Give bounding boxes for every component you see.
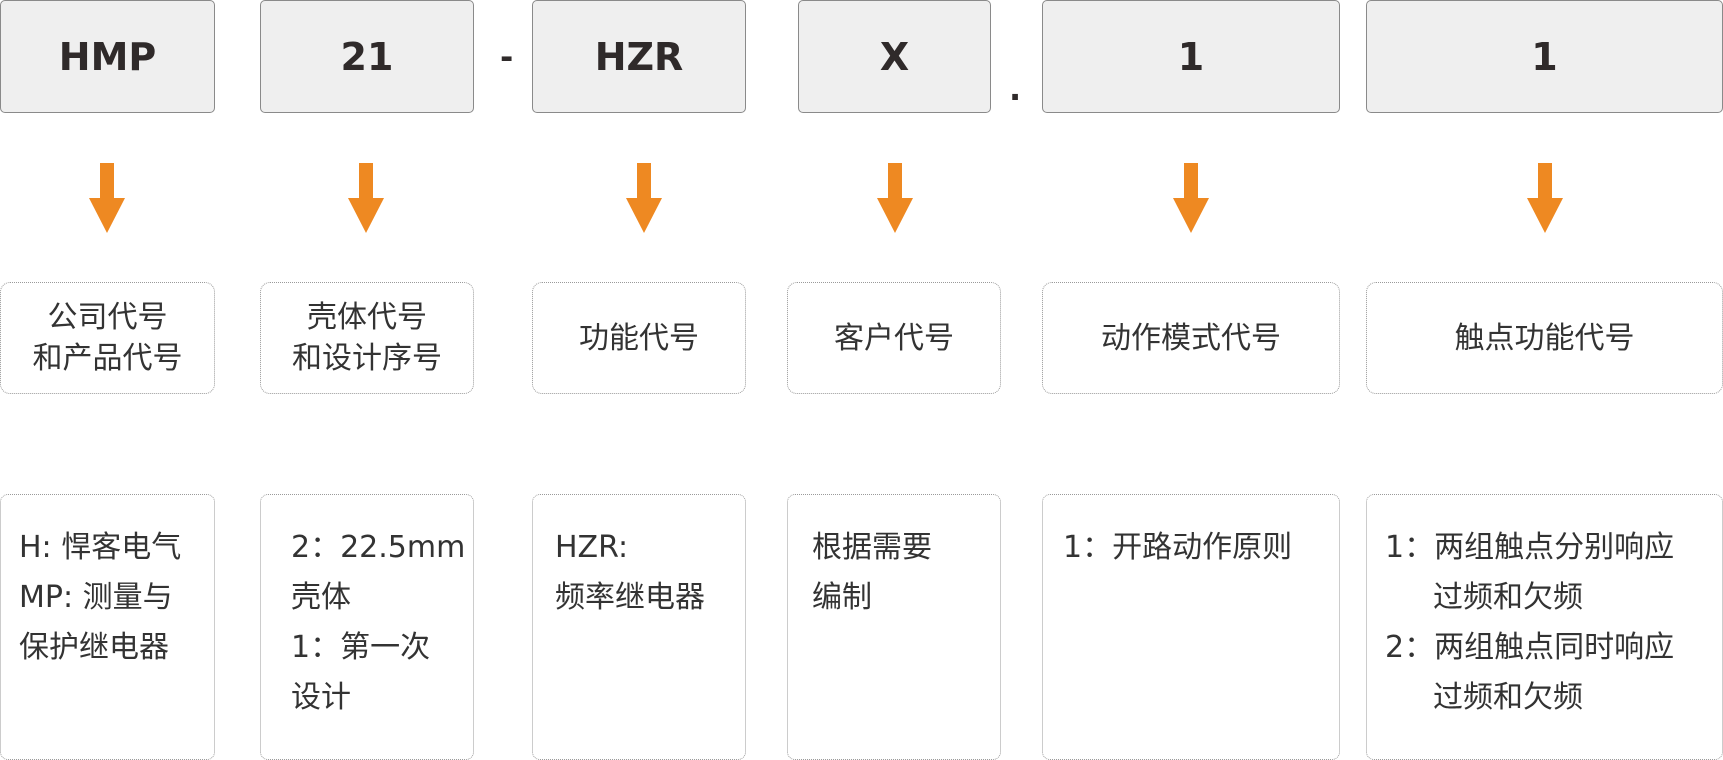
meaning-box-2: 壳体代号 和设计序号 — [260, 282, 474, 394]
detail-line: 2：22.5mm — [291, 530, 466, 565]
detail-box-1: H: 悍客电气 MP: 测量与 保护继电器 — [0, 494, 215, 760]
meaning-box-6: 触点功能代号 — [1366, 282, 1723, 394]
detail-box-2: 2：22.5mm 壳体 1：第一次 设计 — [260, 494, 474, 760]
down-arrow-icon — [877, 163, 913, 233]
code-box-5: 1 — [1042, 0, 1340, 113]
code-box-4: X — [798, 0, 991, 113]
separator-dash: - — [500, 38, 514, 76]
down-arrow-icon — [1527, 163, 1563, 233]
detail-line: 频率继电器 — [555, 580, 705, 615]
meaning-box-1: 公司代号 和产品代号 — [0, 282, 215, 394]
meaning-box-4: 客户代号 — [787, 282, 1001, 394]
detail-line: 过频和欠频 — [1433, 680, 1583, 715]
detail-line: 编制 — [812, 580, 872, 615]
detail-line: 2：两组触点同时响应 — [1385, 630, 1675, 665]
detail-line: 设计 — [291, 680, 351, 715]
down-arrow-icon — [348, 163, 384, 233]
down-arrow-icon — [626, 163, 662, 233]
detail-line: H: 悍客电气 — [19, 530, 182, 565]
detail-line: 壳体 — [291, 580, 351, 615]
code-box-6: 1 — [1366, 0, 1723, 113]
code-box-2: 21 — [260, 0, 474, 113]
detail-line: 1：第一次 — [291, 630, 431, 665]
detail-box-6: 1：两组触点分别响应 过频和欠频 2：两组触点同时响应 过频和欠频 — [1366, 494, 1723, 760]
detail-line: MP: 测量与 — [19, 580, 173, 615]
meaning-box-3: 功能代号 — [532, 282, 746, 394]
meaning-box-5: 动作模式代号 — [1042, 282, 1340, 394]
detail-box-5: 1：开路动作原则 — [1042, 494, 1340, 760]
down-arrow-icon — [1173, 163, 1209, 233]
detail-line: 过频和欠频 — [1433, 580, 1583, 615]
detail-line: 1：开路动作原则 — [1063, 530, 1293, 565]
detail-line: 保护继电器 — [19, 630, 169, 665]
separator-dot: . — [1009, 70, 1022, 108]
detail-line: 1：两组触点分别响应 — [1385, 530, 1675, 565]
detail-line: HZR: — [555, 530, 629, 565]
down-arrow-icon — [89, 163, 125, 233]
detail-box-4: 根据需要 编制 — [787, 494, 1001, 760]
code-box-1: HMP — [0, 0, 215, 113]
detail-box-3: HZR: 频率继电器 — [532, 494, 746, 760]
code-box-3: HZR — [532, 0, 746, 113]
detail-line: 根据需要 — [812, 530, 932, 565]
